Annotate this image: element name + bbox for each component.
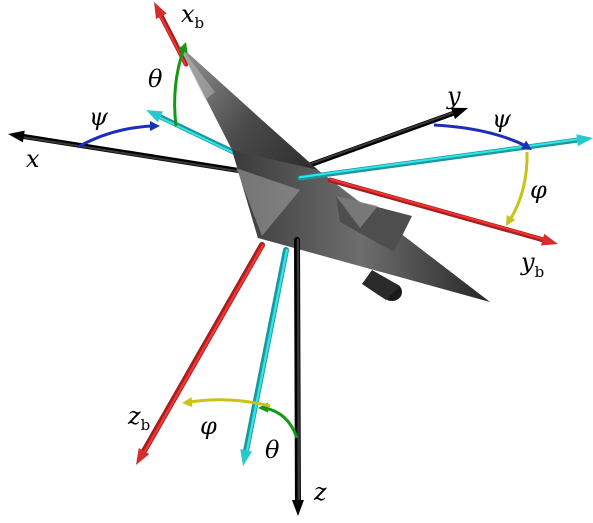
x-axis-label: x	[26, 145, 40, 173]
zb-axis-sub: b	[141, 416, 151, 434]
zb-axis-label: zb	[127, 402, 150, 434]
theta-top-arc	[173, 42, 188, 127]
x-axis-arrow	[8, 130, 251, 175]
psi-right-arc	[433, 123, 532, 150]
phi-right-label: φ	[530, 176, 547, 204]
psi-right-label: ψ	[492, 105, 512, 133]
cyan-z-axis-arrow	[240, 247, 289, 466]
yb-axis-main: y	[520, 248, 535, 276]
y-axis-label: y	[446, 82, 461, 110]
yb-axis-arrow	[327, 177, 558, 246]
y-axis-arrow	[293, 107, 468, 173]
zb-axis-arrow	[136, 242, 265, 465]
phi-right-arc	[506, 151, 529, 226]
zb-axis-main: z	[127, 402, 141, 430]
phi-bottom-label: φ	[200, 412, 217, 440]
xb-axis-label: xb	[181, 0, 204, 32]
z-axis-label: z	[313, 478, 327, 506]
phi-bottom-arc	[182, 397, 271, 408]
psi-left-label: ψ	[89, 103, 109, 131]
xb-axis-main: x	[181, 0, 195, 28]
psi-left-arc	[77, 121, 160, 149]
delta-wing-aircraft-icon	[178, 44, 490, 302]
theta-top-label: θ	[148, 65, 163, 93]
theta-bottom-arc	[258, 402, 299, 439]
xb-axis-sub: b	[195, 14, 205, 32]
yb-axis-sub: b	[535, 263, 545, 281]
yb-axis-label: yb	[520, 248, 544, 281]
theta-bottom-label: θ	[265, 436, 280, 464]
cyan-y-axis-arrow	[297, 134, 593, 181]
z-axis-arrow	[291, 237, 304, 516]
